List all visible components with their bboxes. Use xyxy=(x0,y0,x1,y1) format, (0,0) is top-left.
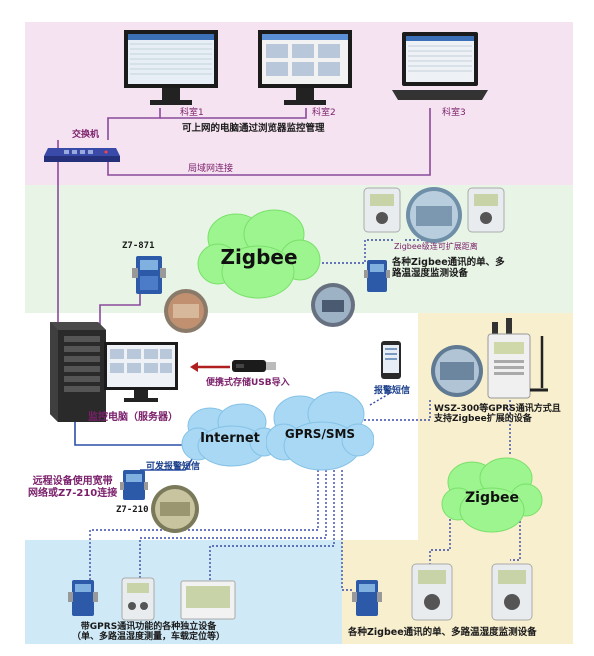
z7-210-device xyxy=(120,470,148,500)
sensor-device-top-2 xyxy=(467,187,505,233)
label-switch: 交换机 xyxy=(72,130,100,140)
lan-line-switch-room1 xyxy=(107,108,161,140)
label-room1: 科室1 xyxy=(180,108,204,118)
dotted-gprs-wsz xyxy=(360,400,431,421)
label-zigbee-devices-top: 各种Zigbee通讯的单、多 路温湿度监测设备 xyxy=(392,257,505,279)
switch-icon xyxy=(44,148,120,162)
zigbee-top-text: Zigbee xyxy=(220,245,297,269)
gprs-cloud: GPRS/SMS xyxy=(266,391,374,471)
gprs-panel-bottom xyxy=(180,580,236,620)
dotted-gprs-down3 xyxy=(209,470,335,580)
laptop-room3 xyxy=(392,32,488,100)
gprs-sms-text: GPRS/SMS xyxy=(285,427,355,441)
lan-line-lan xyxy=(107,108,431,176)
photo-warehouse-top xyxy=(406,187,462,243)
gprs-router-bottom xyxy=(68,580,98,616)
line-server-internet xyxy=(74,420,195,446)
server-monitor xyxy=(104,342,178,402)
label-lan: 局域网连接 xyxy=(188,164,234,174)
zigbee-router-top xyxy=(364,260,390,292)
dotted-zigbee-bottom-right xyxy=(510,505,521,561)
label-room3: 科室3 xyxy=(442,108,466,118)
lan-line-room2 xyxy=(160,108,307,119)
monitor-room1 xyxy=(124,30,218,105)
zigbee-sensor-bottom-1 xyxy=(411,563,453,621)
label-room2: 科室2 xyxy=(312,108,336,118)
internet-cloud: Internet xyxy=(181,403,279,467)
zigbee-bottom-text: Zigbee xyxy=(465,490,519,506)
label-alarm-sms-right: 报警短信 xyxy=(374,386,411,396)
label-alarm-sms-left: 可发报警短信 xyxy=(146,462,201,472)
label-zigbee-devices-bottom: 各种Zigbee通讯的单、多路温湿度监测设备 xyxy=(348,627,537,638)
z7-871-device xyxy=(132,256,166,294)
monitor-room2 xyxy=(258,30,352,105)
label-wsz300: WSZ-300等GPRS通讯方式且 支持Zigbee扩展的设备 xyxy=(434,404,561,425)
dotted-gprs-phone xyxy=(369,391,393,406)
zigbee-cloud-bottom: Zigbee xyxy=(441,457,543,533)
label-z7-871: Z7-871 xyxy=(122,241,155,251)
dotted-zigbee-bottom-left xyxy=(429,495,451,565)
usb-drive-icon xyxy=(232,360,276,372)
zigbee-sensor-bottom-2 xyxy=(491,563,533,621)
label-usb: 便携式存储USB导入 xyxy=(206,378,290,388)
internet-text: Internet xyxy=(200,431,260,446)
dotted-gprs-down2 xyxy=(139,470,327,580)
dotted-gprs-down4 xyxy=(341,470,352,591)
label-gprs-devices: 带GPRS通讯功能的各种独立设备 （单、多路温湿度测量，车载定位等） xyxy=(72,622,226,643)
wsz-300-device xyxy=(487,318,548,399)
zigbee-cloud-top: Zigbee xyxy=(197,209,321,299)
dotted-zigbee-top xyxy=(310,239,395,264)
label-browser-note: 可上网的电脑通过浏览器监控管理 xyxy=(182,123,325,134)
phone-icon xyxy=(381,341,401,379)
sensor-device-top-1 xyxy=(363,187,401,233)
photo-device-2 xyxy=(311,283,355,327)
server-tower xyxy=(50,322,106,422)
zigbee-router-bottom xyxy=(352,580,382,616)
photo-factory-bottom xyxy=(151,485,199,533)
dotted-gprs-down1 xyxy=(89,470,319,585)
photo-device-1 xyxy=(164,289,208,333)
label-zigbee-relay: Zigbee级连可扩展距离 xyxy=(394,242,478,251)
gprs-sensor-bottom xyxy=(121,577,155,621)
label-server: 监控电脑（服务器） xyxy=(88,412,178,423)
label-z7-210: Z7-210 xyxy=(116,505,149,515)
photo-warehouse-right xyxy=(431,345,483,397)
label-remote: 远程设备使用宽带 网络或Z7-210连接 xyxy=(28,476,118,499)
